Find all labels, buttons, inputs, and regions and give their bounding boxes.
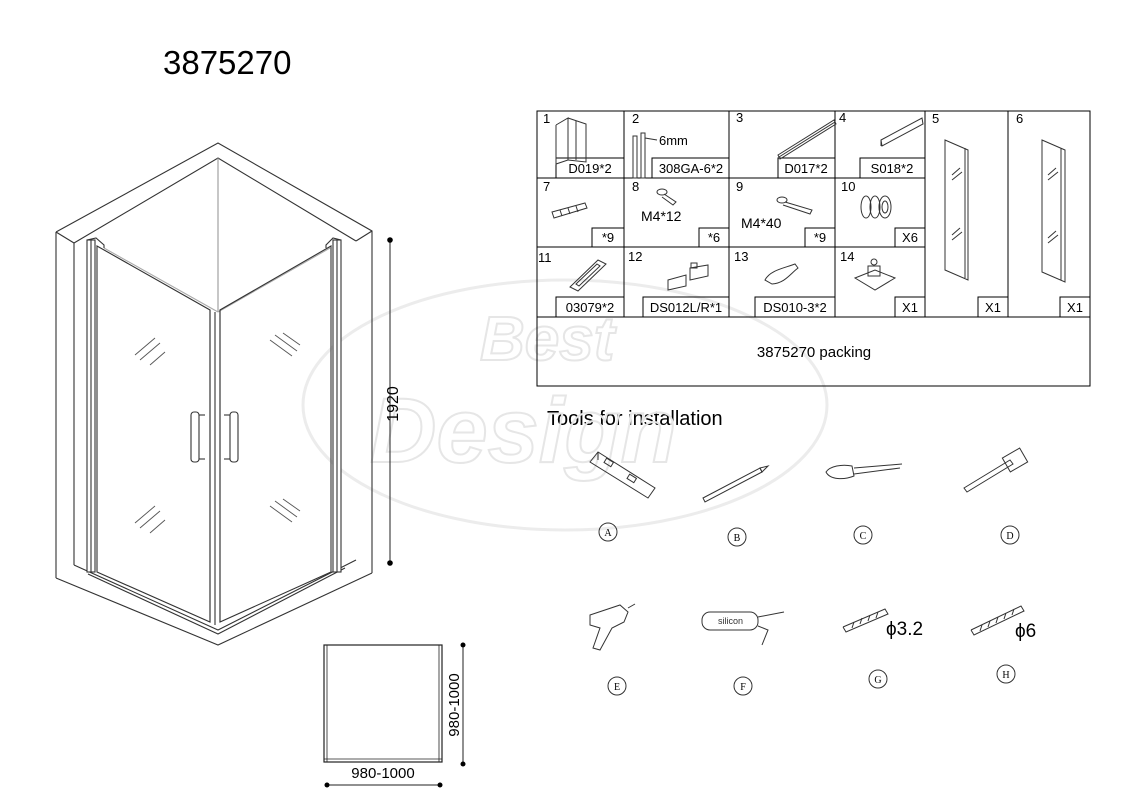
tool-letter: H (1002, 670, 1009, 681)
part-codes: D019*2 308GA-6*2 D017*2 S018*2 *9 *6 *9 … (566, 161, 1083, 315)
tools-title: Tools for installation (547, 408, 723, 430)
watermark-text-2: Design (370, 380, 677, 482)
tool-letters: A B C D E F G H (604, 528, 1013, 693)
part-code: 03079*2 (566, 300, 614, 315)
tool-icons: silicon (589, 447, 1029, 696)
part-number: 14 (840, 249, 854, 264)
tool-letter: B (734, 533, 741, 544)
part-number: 11 (538, 250, 552, 265)
part-number: 13 (734, 249, 748, 264)
silicone-label: silicon (718, 616, 743, 626)
part-code: DS010-3*2 (763, 300, 827, 315)
part-code: X1 (985, 300, 1001, 315)
silicone-gun-icon: silicon (701, 611, 785, 646)
drill-icon (589, 603, 636, 651)
part-code: *9 (814, 230, 826, 245)
watermark-text-1: Best (480, 305, 617, 374)
drill-bit-small-icon (842, 608, 889, 633)
part-pictograms (551, 117, 1066, 292)
part-number: 12 (628, 249, 642, 264)
tool-letter: C (860, 531, 867, 542)
part-code: X1 (902, 300, 918, 315)
hammer-icon (963, 447, 1029, 493)
part-code: S018*2 (871, 161, 914, 176)
tool-letter: F (740, 682, 746, 693)
tool-letter: E (614, 682, 620, 693)
part-number: 5 (932, 111, 939, 126)
model-number: 3875270 (163, 44, 292, 81)
part-code: DS012L/R*1 (650, 300, 722, 315)
part-note-m4x40: M4*40 (741, 215, 782, 231)
packing-label: 3875270 packing (757, 344, 871, 361)
tool-letter: D (1006, 531, 1013, 542)
enclosure-illustration (55, 142, 373, 646)
tool-letter: G (874, 675, 881, 686)
part-number: 8 (632, 179, 639, 194)
part-note-m4x12: M4*12 (641, 208, 682, 224)
part-number: 7 (543, 179, 550, 194)
tool-letter: A (604, 528, 612, 539)
parts-table (536, 110, 1091, 387)
part-number: 9 (736, 179, 743, 194)
front-width-value: 980-1000 (351, 765, 414, 782)
part-number: 6 (1016, 111, 1023, 126)
part-number: 3 (736, 110, 743, 125)
part-code: X6 (902, 230, 918, 245)
height-value: 1920 (385, 386, 402, 422)
part-numbers: 1 2 3 4 5 6 7 8 9 10 11 12 13 14 (538, 110, 1023, 265)
part-code: 308GA-6*2 (659, 161, 723, 176)
part-number: 2 (632, 111, 639, 126)
drill-size-large: ϕ6 (1015, 621, 1036, 642)
drill-bit-large-icon (970, 605, 1025, 636)
height-dimension: 1920 (385, 237, 402, 566)
side-depth-value: 980-1000 (446, 673, 463, 736)
part-number: 10 (841, 179, 855, 194)
part-number: 1 (543, 111, 550, 126)
part-code: D019*2 (568, 161, 611, 176)
part-code: X1 (1067, 300, 1083, 315)
part-number: 4 (839, 110, 846, 125)
plan-view (323, 642, 466, 788)
watermark: Best Design (301, 278, 829, 532)
part-code: *9 (602, 230, 614, 245)
drill-size-small: ϕ3.2 (886, 619, 923, 640)
part-code: *6 (708, 230, 720, 245)
spirit-level-icon (589, 451, 656, 499)
screwdriver-icon (825, 463, 903, 480)
pencil-icon (702, 465, 770, 503)
part-note-6mm: 6mm (659, 133, 688, 148)
part-code: D017*2 (784, 161, 827, 176)
